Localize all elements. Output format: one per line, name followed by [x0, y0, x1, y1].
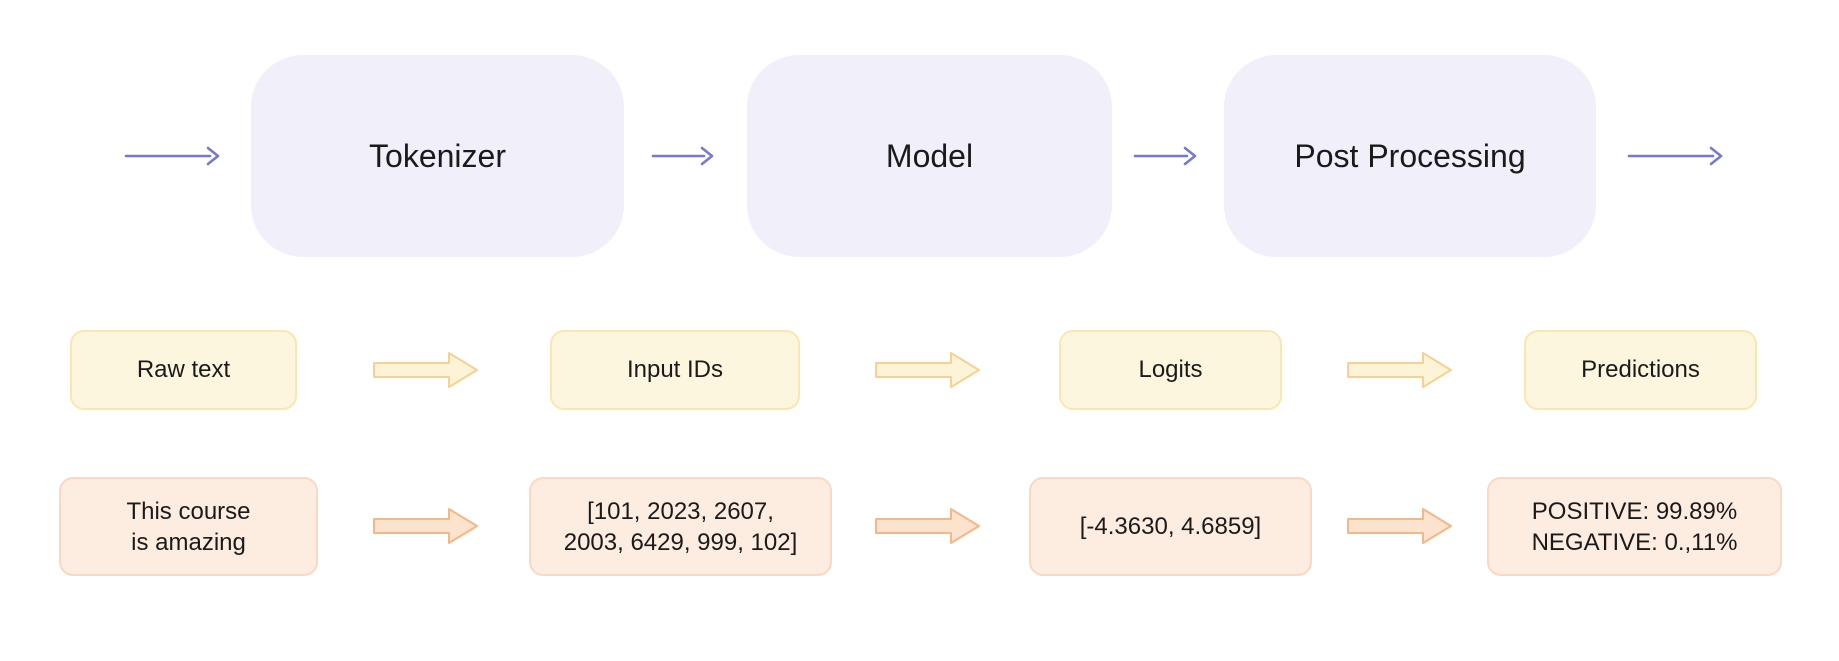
example-box-predictions: POSITIVE: 99.89% NEGATIVE: 0.,11% — [1487, 477, 1782, 576]
example-predictions-line1: POSITIVE: 99.89% — [1531, 497, 1738, 525]
example-box-input-ids: [101, 2023, 2607, 2003, 6429, 999, 102] — [529, 477, 832, 576]
block-arrow-example-raw-to-ids-icon — [373, 508, 478, 544]
block-arrow-ids-to-logits-icon — [875, 352, 980, 388]
stage-box-model: Model — [747, 55, 1112, 257]
example-input-ids-line2: 2003, 6429, 999, 102] — [563, 528, 798, 556]
flow-arrow-model-to-postprocessing-icon — [1133, 146, 1197, 166]
stage-label-model: Model — [885, 137, 974, 174]
flow-arrow-tokenizer-to-model-icon — [651, 146, 714, 166]
stage-label-post-processing: Post Processing — [1294, 137, 1526, 174]
example-box-logits: [-4.3630, 4.6859] — [1029, 477, 1312, 576]
artifact-label-logits: Logits — [1138, 356, 1203, 383]
artifact-box-predictions: Predictions — [1524, 330, 1757, 410]
block-arrow-raw-to-ids-icon — [373, 352, 478, 388]
artifact-label-input-ids: Input IDs — [626, 356, 724, 383]
stage-box-post-processing: Post Processing — [1224, 55, 1596, 257]
example-raw-text-line1: This course — [126, 497, 251, 525]
example-box-raw-text: This course is amazing — [59, 477, 318, 576]
flow-arrow-out-icon — [1627, 146, 1723, 166]
example-predictions-line2: NEGATIVE: 0.,11% — [1531, 528, 1738, 556]
stage-box-tokenizer: Tokenizer — [251, 55, 624, 257]
block-arrow-example-ids-to-logits-icon — [875, 508, 980, 544]
example-raw-text-line2: is amazing — [131, 528, 246, 556]
artifact-box-raw-text: Raw text — [70, 330, 297, 410]
artifact-label-raw-text: Raw text — [136, 356, 231, 383]
artifact-box-input-ids: Input IDs — [550, 330, 800, 410]
example-logits-line1: [-4.3630, 4.6859] — [1079, 513, 1262, 540]
flow-arrow-in-icon — [124, 146, 220, 166]
block-arrow-example-logits-to-predictions-icon — [1347, 508, 1452, 544]
stage-label-tokenizer: Tokenizer — [369, 137, 506, 174]
example-input-ids-line1: [101, 2023, 2607, — [587, 497, 774, 525]
artifact-label-predictions: Predictions — [1581, 356, 1700, 383]
artifact-box-logits: Logits — [1059, 330, 1282, 410]
block-arrow-logits-to-predictions-icon — [1347, 352, 1452, 388]
